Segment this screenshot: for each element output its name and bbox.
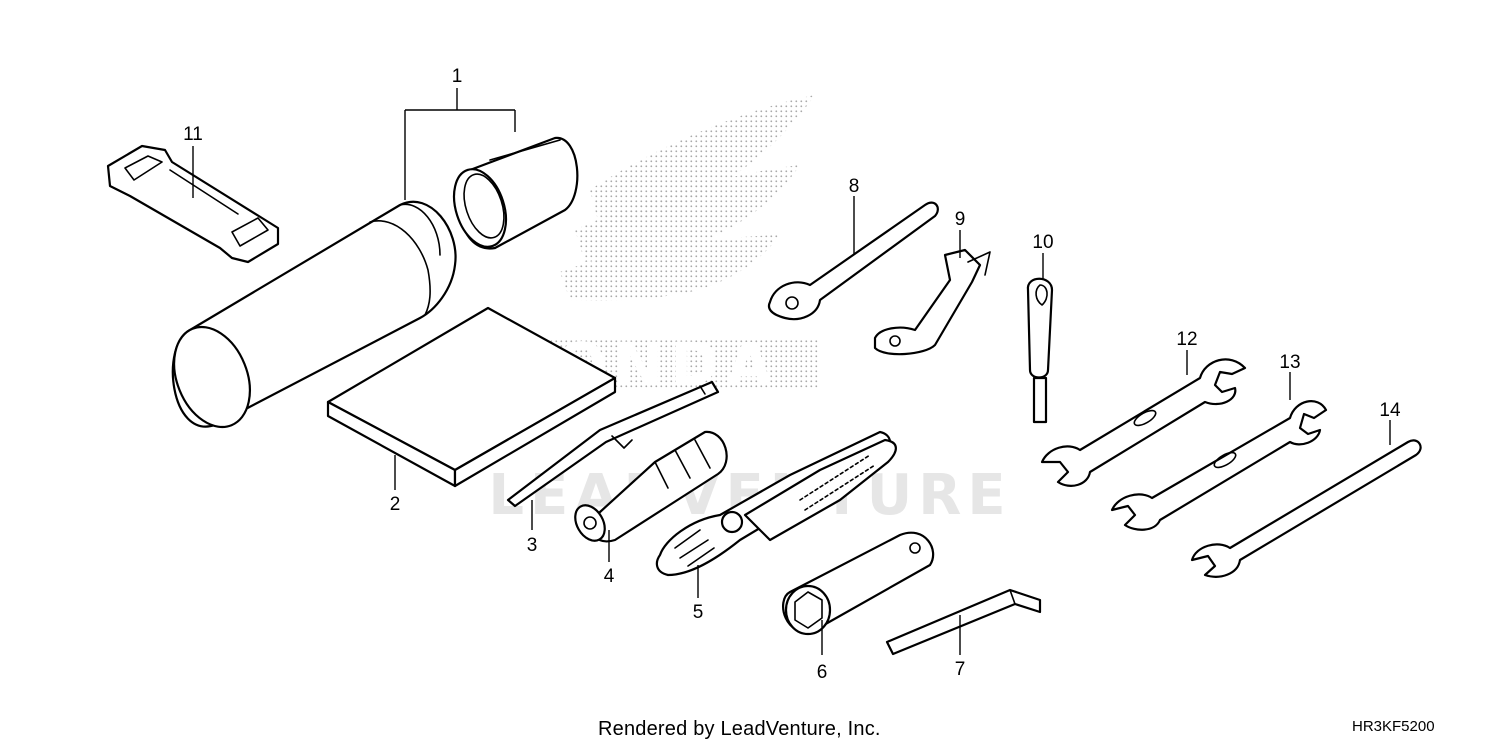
callout-3: 3 bbox=[527, 535, 538, 556]
part-7-hex-key bbox=[885, 588, 1042, 656]
part-5-pliers bbox=[655, 430, 897, 577]
callout-6: 6 bbox=[817, 662, 828, 683]
callout-5: 5 bbox=[693, 602, 704, 623]
part-8-pin-spanner bbox=[767, 201, 939, 321]
part-9-spanner bbox=[873, 248, 991, 356]
callout-1: 1 bbox=[452, 66, 463, 87]
callout-7: 7 bbox=[955, 659, 966, 680]
callout-12: 12 bbox=[1176, 329, 1197, 350]
callout-2: 2 bbox=[390, 494, 401, 515]
part-2-manual bbox=[326, 306, 617, 488]
part-14-rod-wrench bbox=[1190, 439, 1422, 578]
part-3-screwdriver-bit bbox=[506, 380, 720, 508]
callout-11: 11 bbox=[183, 124, 203, 145]
part-12-wrench bbox=[1040, 358, 1247, 487]
callouts: 1 2 3 4 5 6 7 8 9 10 11 12 13 14 bbox=[183, 66, 1401, 683]
part-4-screwdriver-handle bbox=[574, 430, 728, 543]
leader-lines bbox=[192, 88, 1391, 655]
part-10-screwdriver bbox=[1026, 277, 1054, 424]
part-1-tool-case bbox=[171, 136, 579, 429]
callout-8: 8 bbox=[849, 176, 860, 197]
rendered-by-credit: Rendered by LeadVenture, Inc. bbox=[598, 718, 881, 740]
part-13-wrench bbox=[1110, 400, 1328, 531]
callout-13: 13 bbox=[1279, 352, 1300, 373]
callout-10: 10 bbox=[1032, 232, 1053, 253]
part-6-plug-wrench bbox=[782, 531, 935, 636]
callout-4: 4 bbox=[604, 566, 615, 587]
callout-9: 9 bbox=[955, 209, 966, 230]
diagram-code: HR3KF5200 bbox=[1352, 718, 1435, 735]
part-11-strap bbox=[106, 144, 280, 264]
callout-14: 14 bbox=[1379, 400, 1401, 421]
